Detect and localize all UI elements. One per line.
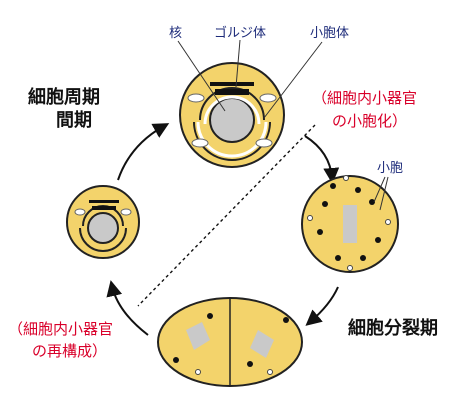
label-interphase-line2: 間期 xyxy=(56,110,92,131)
label-mitosis: 細胞分裂期 xyxy=(348,317,438,339)
label-fragmentation-line2: の小胞化） xyxy=(332,112,407,130)
cell-interphase-large xyxy=(179,62,285,168)
arrow-right-to-bottom xyxy=(305,286,339,326)
chromosome-shape xyxy=(343,205,357,243)
dotted-divider xyxy=(137,124,316,307)
cell-dividing xyxy=(157,297,303,387)
label-reassembly-line2: の再構成） xyxy=(32,342,107,360)
leader-nucleus xyxy=(177,40,226,112)
leader-small-vesicle-2 xyxy=(379,176,389,211)
arrow-bottom-to-left xyxy=(106,280,149,336)
leader-lines xyxy=(177,39,389,211)
label-reassembly-line1: （細胞内小器官 xyxy=(8,320,113,338)
label-nucleus: 核 xyxy=(169,26,182,41)
arrow-interphase-to-top xyxy=(117,123,170,181)
leader-vesicle xyxy=(263,41,323,119)
golgi-shape xyxy=(215,89,249,95)
arrow-top-to-right xyxy=(304,135,340,184)
label-fragmentation-line1: （細胞内小器官 xyxy=(312,89,417,107)
cell-mitotic-vesicles xyxy=(301,175,399,273)
leader-small-vesicle-1 xyxy=(373,176,386,203)
nucleus-shape xyxy=(209,97,255,143)
label-golgi: ゴルジ体 xyxy=(214,25,266,41)
leader-golgi xyxy=(235,39,241,88)
label-small-vesicle: 小胞 xyxy=(377,161,403,176)
cycle-arrows xyxy=(106,123,340,336)
nucleus-shape xyxy=(87,212,119,244)
label-interphase-line1: 細胞周期 xyxy=(28,86,100,108)
cell-daughter-small xyxy=(66,185,140,259)
label-vesicle: 小胞体 xyxy=(310,26,349,41)
